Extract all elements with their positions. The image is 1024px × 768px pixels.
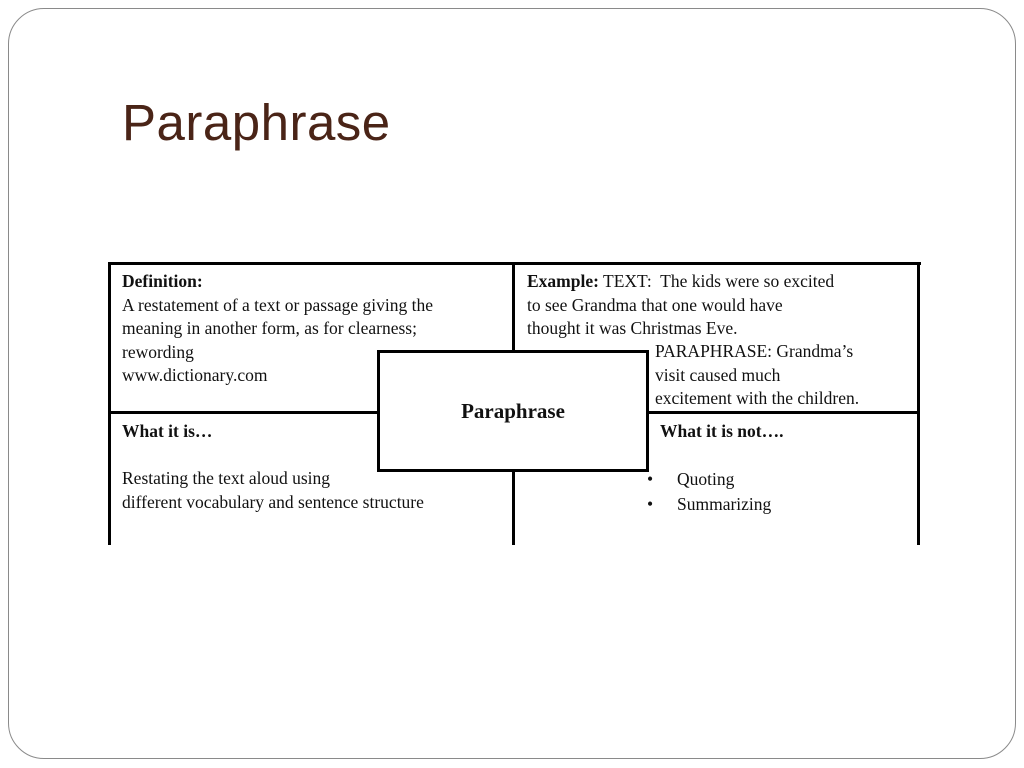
paraphrase-line: visit caused much [655,364,781,385]
frayer-horizontal-divider-right [648,411,920,414]
what-it-is-line: Restating the text aloud using [122,468,331,488]
definition-quadrant: Definition: A restatement of a text or p… [122,270,433,388]
paraphrase-line: PARAPHRASE: Grandma’s [655,341,854,361]
non-examples-list: • Quoting • Summarizing [647,467,783,516]
example-line: thought it was Christmas Eve. [527,318,738,338]
bullet-icon: • [647,493,654,514]
example-paraphrase: PARAPHRASE: Grandma’s visit caused much … [655,340,859,411]
what-it-is-line: different vocabulary and sentence struct… [122,491,424,512]
definition-source: www.dictionary.com [122,365,268,385]
frayer-model-diagram: Definition: A restatement of a text or p… [108,262,921,545]
definition-line: meaning in another form, as for clearnes… [122,318,417,338]
frayer-right-border [917,262,920,545]
example-heading: Example: [527,271,599,291]
frayer-left-border [108,262,111,545]
what-it-is-not-heading: What it is not…. [660,421,784,441]
definition-heading: Definition: [122,271,203,291]
center-term-label: Paraphrase [461,398,565,423]
paraphrase-line: excitement with the children. [655,388,860,408]
definition-line: A restatement of a text or passage givin… [122,294,434,315]
frayer-horizontal-divider-left [108,411,380,414]
bullet-icon: • [647,469,654,489]
list-item-label: Summarizing [677,493,772,514]
list-item: • Quoting [647,467,783,492]
list-item: • Summarizing [647,492,783,517]
example-line: TEXT: The kids were so excited [598,271,835,291]
center-term-box: Paraphrase [377,350,649,472]
slide-title: Paraphrase [122,94,391,151]
what-it-is-quadrant: What it is… Restating the text aloud usi… [122,420,424,514]
definition-line: rewording [122,341,194,362]
list-item-label: Quoting [677,469,735,489]
what-it-is-not-quadrant: What it is not…. • Quoting • Summarizing [647,420,784,516]
example-line: to see Grandma that one would have [527,294,783,315]
slide: Paraphrase Definition: A restatement of … [8,8,1016,759]
what-it-is-heading: What it is… [122,421,213,441]
example-quadrant: Example: TEXT: The kids were so excited … [527,270,834,341]
